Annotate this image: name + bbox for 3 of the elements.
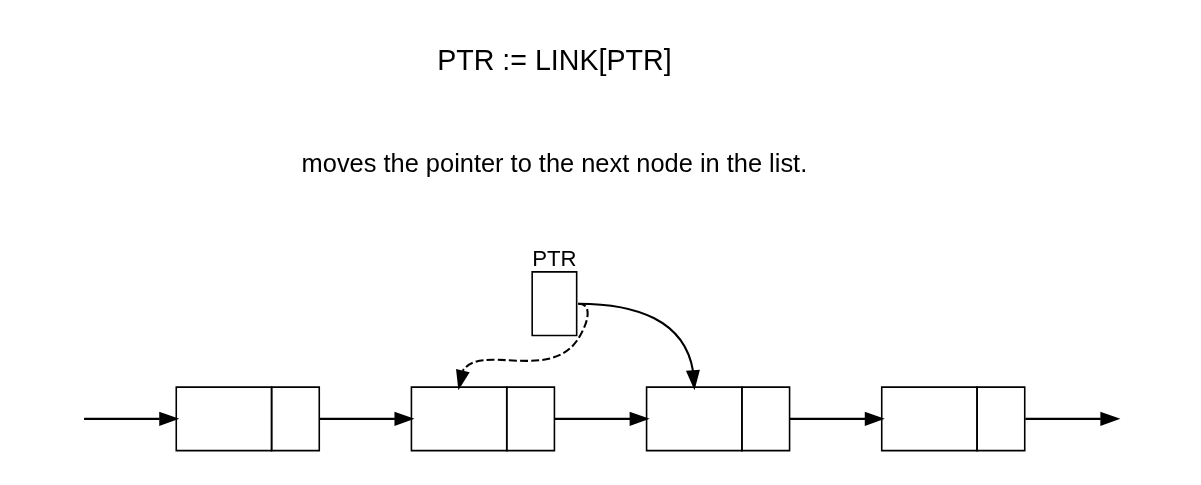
label: PTR := LINK[PTR]: [437, 43, 672, 76]
label: moves the pointer to the next node in the list.: [301, 149, 808, 178]
node-label: PTR: [532, 245, 577, 271]
